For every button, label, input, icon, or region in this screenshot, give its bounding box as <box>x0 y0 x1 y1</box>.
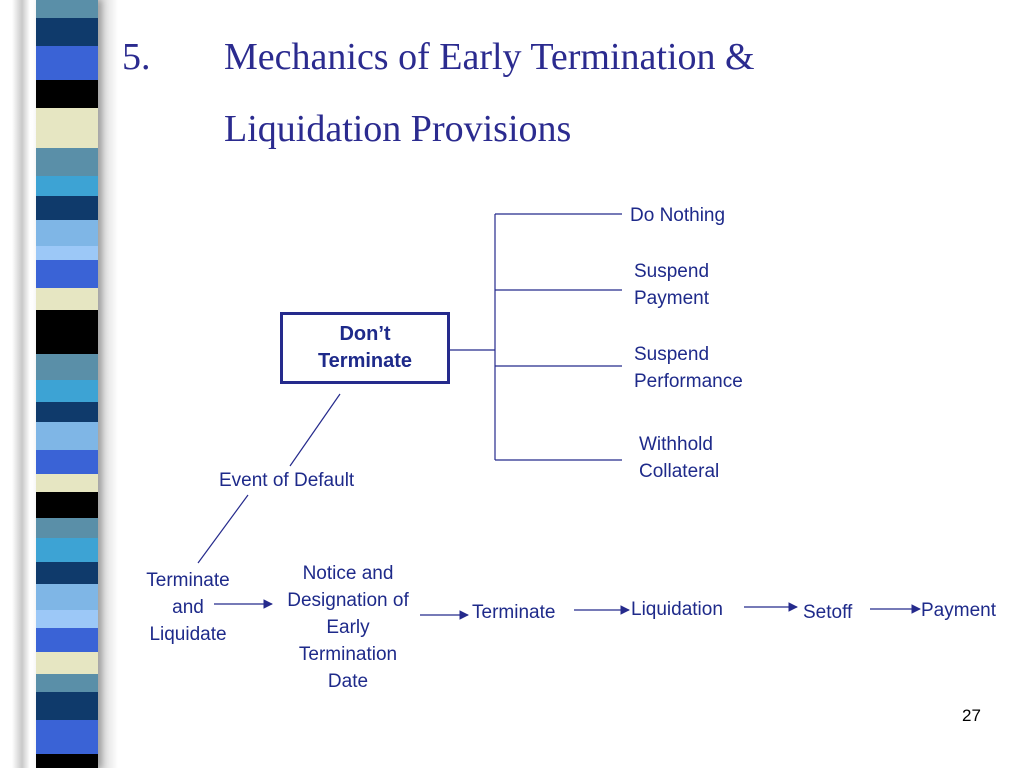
terminate-and-liquidate-line-3: Liquidate <box>149 624 227 645</box>
stripe-segment <box>36 754 98 768</box>
option-suspend-performance-line-1: Suspend <box>634 344 710 365</box>
diagonal-to-dont-terminate <box>289 393 341 467</box>
stripe-segment <box>36 492 98 518</box>
terminate-and-liquidate-line-1: Terminate <box>146 570 230 591</box>
option-suspend-performance: Suspend Performance <box>634 341 743 395</box>
stripe-segment <box>36 196 98 220</box>
stripe-segment <box>36 108 98 130</box>
stripe-segment <box>36 260 98 288</box>
option-suspend-payment-line-1: Suspend <box>634 261 710 282</box>
option-withhold-collateral-line-1: Withhold <box>639 434 713 455</box>
stripe-segment <box>36 46 98 68</box>
dont-terminate-line-2: Terminate <box>317 350 413 372</box>
setoff-step-label: Setoff <box>803 602 853 623</box>
stripe-segment <box>36 674 98 692</box>
terminate-and-liquidate-label: Terminate and Liquidate <box>128 567 248 648</box>
stripe-segment <box>36 354 98 380</box>
stripe-segment <box>36 720 98 742</box>
stripe-segment <box>36 628 98 652</box>
notice-designation-label: Notice and Designation of Early Terminat… <box>268 560 428 695</box>
stripe-segment <box>36 518 98 538</box>
stripe-segment <box>36 422 98 450</box>
stripe-segment <box>36 246 98 260</box>
option-withhold-collateral: Withhold Collateral <box>639 431 719 485</box>
stripe-segment <box>36 380 98 402</box>
option-do-nothing-line-1: Do Nothing <box>630 205 726 226</box>
notice-designation-line-1: Notice and <box>302 563 394 584</box>
liquidation-step-label: Liquidation <box>631 599 723 620</box>
dont-terminate-line-1: Don’t <box>339 323 391 345</box>
stripe-segment <box>36 68 98 80</box>
diagonal-to-terminate-liquidate <box>197 494 249 564</box>
stripe-segment <box>36 148 98 176</box>
stripe-segment <box>36 562 98 584</box>
stripe-segment <box>36 288 98 310</box>
stripe-segment <box>36 18 98 46</box>
stripe-segment <box>36 402 98 422</box>
terminate-step-label: Terminate <box>472 602 556 623</box>
stripe-segment <box>36 610 98 628</box>
stripe-segment <box>36 652 98 674</box>
stripe-segment <box>36 742 98 754</box>
option-do-nothing: Do Nothing <box>630 202 725 229</box>
notice-designation-line-3: Early <box>326 617 370 638</box>
option-suspend-payment: Suspend Payment <box>634 258 709 312</box>
stripe-segment <box>36 176 98 196</box>
dont-terminate-box: Don’t Terminate <box>280 312 450 384</box>
notice-designation-line-5: Date <box>327 671 369 692</box>
stripe-segment <box>36 0 98 18</box>
payment-step-label: Payment <box>921 600 996 621</box>
slide-title-line-2: Liquidation Provisions <box>224 108 572 150</box>
stripe-segment <box>36 692 98 720</box>
stripe-segment <box>36 538 98 562</box>
event-of-default-label: Event of Default <box>219 470 355 491</box>
slide-title-line-1: Mechanics of Early Termination & <box>224 36 755 78</box>
option-suspend-payment-line-2: Payment <box>634 288 709 309</box>
terminate-and-liquidate-line-2: and <box>172 597 204 618</box>
stripe-segment <box>36 130 98 148</box>
stripe-segment <box>36 220 98 246</box>
stripe-segment <box>36 336 98 354</box>
stripe-segment <box>36 310 98 336</box>
notice-designation-line-2: Designation of <box>287 590 409 611</box>
stripe-segment <box>36 584 98 610</box>
slide-title-number: 5. <box>122 36 151 78</box>
stripe-segment <box>36 474 98 492</box>
stripe-segment <box>36 450 98 474</box>
option-withhold-collateral-line-2: Collateral <box>639 461 720 482</box>
stripe-segment <box>36 80 98 108</box>
notice-designation-line-4: Termination <box>298 644 398 665</box>
page-number: 27 <box>962 706 981 725</box>
decorative-stripe <box>36 0 98 768</box>
option-suspend-performance-line-2: Performance <box>634 371 743 392</box>
